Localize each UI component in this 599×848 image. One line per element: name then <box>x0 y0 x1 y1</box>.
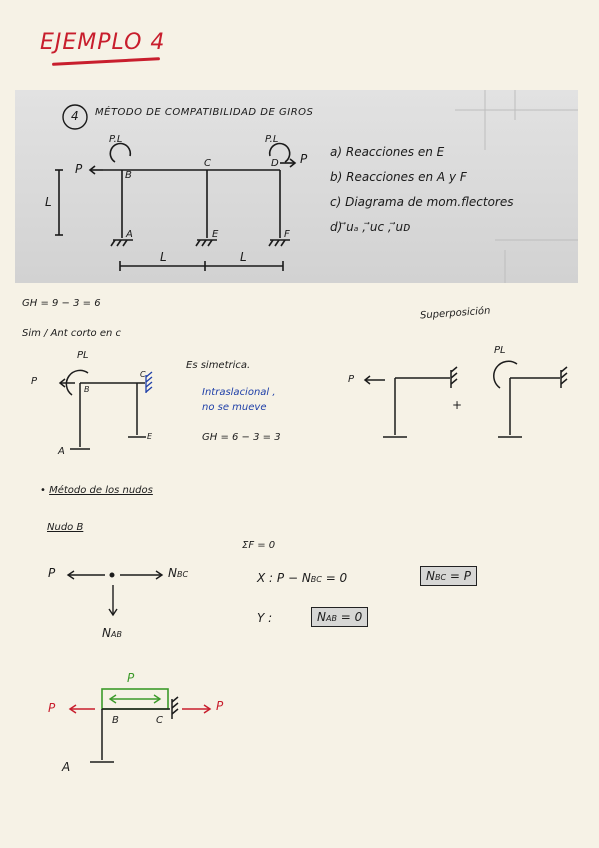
task-c: c) Diagrama de mom.flectores <box>330 195 514 209</box>
d1-p: P <box>31 376 38 387</box>
nudo-b-heading: Nudo B <box>47 522 84 533</box>
label-l-vertical: L <box>45 195 52 209</box>
half-frame-diagram <box>58 369 153 450</box>
beam-force-diagram <box>68 688 212 763</box>
task-d: d) ⃗uₐ , ⃗uᴄ , ⃗uᴅ <box>330 220 411 234</box>
d2-p: P <box>348 374 355 385</box>
label-f: F <box>284 229 290 240</box>
d4-a: A <box>62 760 71 774</box>
d2-pl: PL <box>494 345 506 356</box>
superposicion-label: Superposición <box>419 305 491 322</box>
gh-equation-2: GH = 6 − 3 = 3 <box>202 432 281 443</box>
sim-ant-note: Sim / Ant corto en c <box>22 328 121 339</box>
label-p-left: P <box>75 162 83 176</box>
x-eq-sub: BC <box>310 575 322 584</box>
label-l-bottom-2: L <box>240 250 247 264</box>
box2-sub: AB <box>325 614 337 623</box>
result-box-nbc: NBC = P <box>420 566 477 586</box>
x-eq-end: = 0 <box>321 571 348 585</box>
d4-p-right: P <box>216 699 224 713</box>
d3-p: P <box>48 566 56 580</box>
metodo-nudos-text: Método de los nudos <box>49 485 153 496</box>
page-title: EJEMPLO 4 <box>40 30 166 55</box>
label-pl-right: P.L <box>265 134 279 145</box>
problem-number: 4 <box>71 109 79 123</box>
label-b: B <box>125 170 132 181</box>
d1-e: E <box>147 432 153 441</box>
label-d: D <box>271 158 279 169</box>
d3-nbc-main: N <box>168 566 177 580</box>
d1-pl: PL <box>77 350 89 361</box>
task-b: b) Reacciones en A y F <box>330 170 467 184</box>
intraslacional-2: no se mueve <box>202 402 267 413</box>
label-p-right: P <box>300 152 308 166</box>
d2-plus: + <box>452 398 463 412</box>
d4-c: C <box>156 715 163 726</box>
d1-a: A <box>58 446 65 457</box>
d4-b: B <box>112 715 119 726</box>
d3-nbc-sub: BC <box>176 570 189 579</box>
box1-end: = P <box>446 569 471 583</box>
superposition-diagram <box>363 360 568 438</box>
box1-main: N <box>426 569 435 583</box>
gh-equation-1: GH = 9 − 3 = 6 <box>22 298 101 309</box>
title-underline <box>51 57 161 66</box>
d3-nab-sub: AB <box>110 630 122 639</box>
y-equation: Y : <box>257 611 273 625</box>
label-l-bottom-1: L <box>160 250 167 264</box>
task-a: a) Reacciones en E <box>330 145 445 159</box>
x-eq-main: X : P − N <box>257 571 311 585</box>
metodo-nudos-heading: • Método de los nudos <box>40 485 153 496</box>
problem-heading: MÉTODO DE COMPATIBILIDAD DE GIROS <box>95 107 314 118</box>
label-e: E <box>212 229 219 240</box>
d3-nab-main: N <box>102 626 111 640</box>
d4-p-left: P <box>48 701 56 715</box>
es-simetrica: Es simetrica. <box>186 360 251 371</box>
box2-main: N <box>317 610 326 624</box>
box2-end: = 0 <box>336 610 363 624</box>
label-a: A <box>126 229 133 240</box>
d3-nbc: NBC <box>168 566 188 580</box>
d1-c: C <box>140 370 146 379</box>
joint-b-free-body <box>66 570 164 617</box>
box1-sub: BC <box>434 573 447 582</box>
frame-structure-drawing <box>55 90 578 283</box>
sum-f: ΣF = 0 <box>242 540 276 551</box>
label-pl-left: P.L <box>109 134 123 145</box>
d4-p-top: P <box>127 671 135 685</box>
result-box-nab: NAB = 0 <box>311 607 369 627</box>
label-c: C <box>204 158 211 169</box>
d3-nab: NAB <box>102 626 122 640</box>
x-equation: X : P − NBC = 0 <box>257 571 347 585</box>
intraslacional-1: Intraslacional , <box>202 387 276 398</box>
d1-b: B <box>84 385 90 394</box>
problem-photo: 4 MÉTODO DE COMPATIBILIDAD DE GIROS P.L … <box>15 90 578 283</box>
